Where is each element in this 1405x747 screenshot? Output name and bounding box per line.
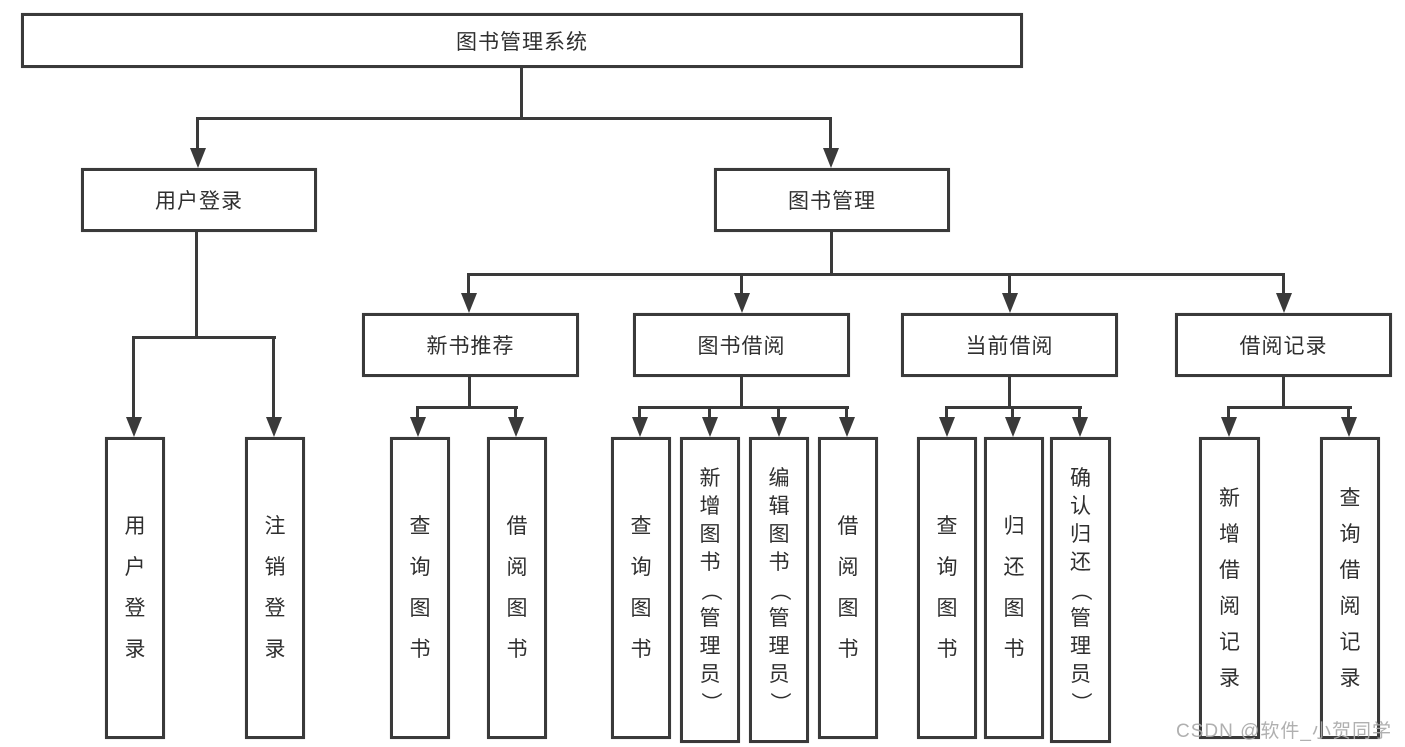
arrowhead-icon: [1276, 293, 1292, 313]
connector-new-books-bar: [416, 406, 518, 409]
connector-book-borrow-stem: [740, 377, 743, 409]
arrowhead-icon: [702, 417, 718, 437]
leaf-query-borrow-record: 查询借阅记录: [1320, 437, 1380, 739]
connector-drop-current-borrow: [1008, 273, 1011, 295]
node-current-borrow: 当前借阅: [901, 313, 1118, 377]
connector-drop-leaf-login: [132, 336, 135, 419]
leaf-edit-books-admin: 编辑图书（管理员）: [749, 437, 809, 743]
connector-drop: [1078, 406, 1081, 419]
connector-book-mgmt-stem: [830, 232, 833, 276]
node-book-borrow: 图书借阅: [633, 313, 850, 377]
leaf-borrow-books: 借阅图书: [818, 437, 878, 739]
leaf-add-books-admin: 新增图书（管理员）: [680, 437, 740, 743]
arrowhead-icon: [734, 293, 750, 313]
connector-drop: [1011, 406, 1014, 419]
node-user-login: 用户登录: [81, 168, 317, 232]
connector-drop: [1227, 406, 1230, 419]
connector-new-books-stem: [468, 377, 471, 409]
connector-drop-leaf-logout: [272, 336, 275, 419]
connector-book-mgmt-bar: [467, 273, 1285, 276]
connector-drop: [416, 406, 419, 419]
connector-root-bar: [196, 117, 832, 120]
connector-drop: [708, 406, 711, 419]
arrowhead-icon: [508, 417, 524, 437]
connector-user-login-bar: [132, 336, 276, 339]
arrowhead-icon: [1221, 417, 1237, 437]
leaf-query-books: 查询图书: [917, 437, 977, 739]
arrowhead-icon: [410, 417, 426, 437]
connector-drop: [945, 406, 948, 419]
node-new-book-recommend: 新书推荐: [362, 313, 579, 377]
connector-drop: [638, 406, 641, 419]
connector-records-stem: [1282, 377, 1285, 409]
connector-drop-borrow-records: [1282, 273, 1285, 295]
arrowhead-icon: [461, 293, 477, 313]
connector-user-login-stem: [195, 232, 198, 339]
connector-drop: [1347, 406, 1350, 419]
leaf-confirm-return-admin: 确认归还（管理员）: [1050, 437, 1111, 743]
node-root-system: 图书管理系统: [21, 13, 1023, 68]
arrowhead-icon: [771, 417, 787, 437]
arrowhead-icon: [632, 417, 648, 437]
leaf-query-books: 查询图书: [390, 437, 450, 739]
leaf-add-borrow-record: 新增借阅记录: [1199, 437, 1260, 739]
connector-drop: [514, 406, 517, 419]
leaf-return-books: 归还图书: [984, 437, 1044, 739]
connector-drop-user-login: [196, 117, 199, 150]
arrowhead-icon: [823, 148, 839, 168]
arrowhead-icon: [1005, 417, 1021, 437]
arrowhead-icon: [190, 148, 206, 168]
node-book-management: 图书管理: [714, 168, 950, 232]
connector-root-stem: [520, 68, 523, 117]
node-borrow-records: 借阅记录: [1175, 313, 1392, 377]
arrowhead-icon: [126, 417, 142, 437]
leaf-borrow-books: 借阅图书: [487, 437, 547, 739]
connector-drop-book-borrow: [740, 273, 743, 295]
connector-drop-new-books: [467, 273, 470, 295]
arrowhead-icon: [939, 417, 955, 437]
csdn-watermark: CSDN @软件_小贺同学: [1176, 721, 1392, 742]
connector-drop: [777, 406, 780, 419]
leaf-user-login: 用户登录: [105, 437, 165, 739]
leaf-logout: 注销登录: [245, 437, 305, 739]
arrowhead-icon: [266, 417, 282, 437]
arrowhead-icon: [1341, 417, 1357, 437]
connector-drop-book-mgmt: [829, 117, 832, 150]
arrowhead-icon: [839, 417, 855, 437]
leaf-query-books: 查询图书: [611, 437, 671, 739]
connector-drop: [845, 406, 848, 419]
connector-book-borrow-bar: [638, 406, 849, 409]
connector-records-bar: [1227, 406, 1352, 409]
arrowhead-icon: [1072, 417, 1088, 437]
connector-current-stem: [1008, 377, 1011, 409]
arrowhead-icon: [1002, 293, 1018, 313]
